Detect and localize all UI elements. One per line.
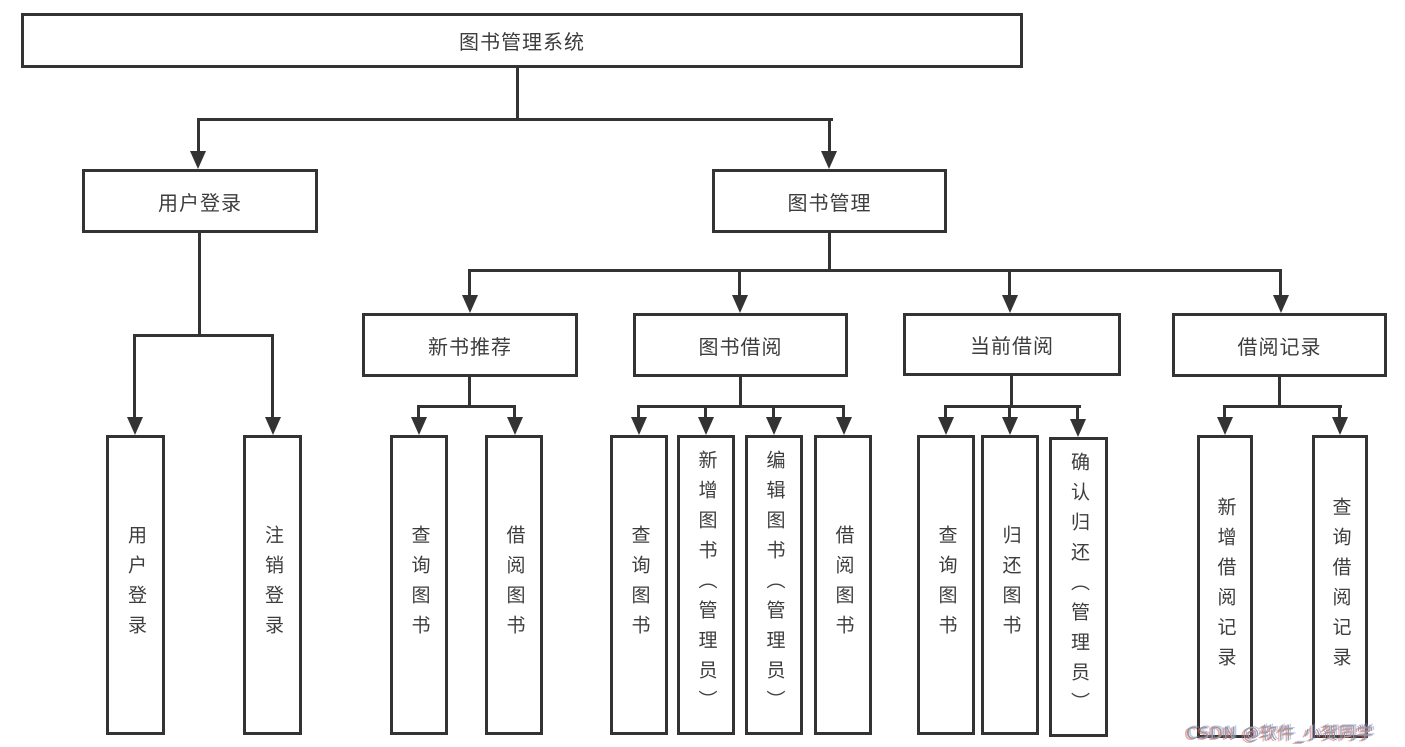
connector-to-leaf-confirm-return — [1076, 405, 1079, 421]
leaf-edit-book-admin-label: 编辑图书（管理员） — [763, 450, 786, 720]
connector-root-stem — [516, 68, 519, 121]
node-book-borrow-label: 图书借阅 — [698, 334, 783, 359]
leaf-query-book-3-label: 查询图书 — [935, 525, 958, 645]
arrow-down-icon — [411, 417, 427, 435]
arrow-down-icon — [1070, 419, 1086, 437]
leaf-add-book-admin-label: 新增图书（管理员） — [695, 450, 718, 720]
node-borrow-records: 借阅记录 — [1172, 313, 1387, 377]
node-new-book-recommend-label: 新书推荐 — [428, 334, 512, 359]
leaf-borrow-book-2-label: 借阅图书 — [832, 525, 855, 645]
leaf-add-borrow-record-label: 新增借阅记录 — [1214, 496, 1237, 677]
leaf-borrow-book-2: 借阅图书 — [814, 435, 872, 735]
connector-to-leaf-query-book-2 — [637, 405, 640, 419]
connector-to-book-borrow — [738, 269, 741, 298]
leaf-confirm-return-admin: 确认归还（管理员） — [1049, 437, 1108, 737]
leaf-query-book-2: 查询图书 — [610, 435, 668, 735]
leaf-query-borrow-record: 查询借阅记录 — [1312, 435, 1368, 738]
arrow-down-icon — [938, 417, 954, 435]
leaf-confirm-return-admin-label: 确认归还（管理员） — [1068, 452, 1090, 722]
connector-to-leaf-query-record — [1338, 405, 1341, 419]
node-user-login: 用户登录 — [82, 169, 318, 233]
connector-book-management-stem — [828, 233, 831, 272]
node-book-borrow: 图书借阅 — [633, 313, 848, 377]
connector-borrow-records-stem — [1278, 377, 1281, 408]
arrow-down-icon — [462, 295, 478, 313]
leaf-query-book-3: 查询图书 — [917, 435, 975, 735]
leaf-user-login-label: 用户登录 — [125, 525, 147, 645]
leaf-return-book-label: 归还图书 — [999, 525, 1022, 645]
connector-to-leaf-borrow-book-1 — [513, 405, 516, 419]
arrow-down-icon — [127, 417, 143, 435]
connector-to-leaf-logout — [271, 334, 274, 419]
leaf-edit-book-admin: 编辑图书（管理员） — [745, 435, 803, 735]
leaf-logout-label: 注销登录 — [262, 525, 284, 645]
node-current-borrow-label: 当前借阅 — [970, 334, 1054, 358]
leaf-borrow-book-1: 借阅图书 — [485, 435, 543, 735]
connector-new-book-stem — [468, 377, 471, 408]
node-book-management-label: 图书管理 — [787, 190, 872, 215]
arrow-down-icon — [821, 151, 837, 169]
connector-to-new-book-recommend — [468, 269, 471, 298]
connector-book-borrow-stem — [739, 377, 742, 408]
arrow-down-icon — [1273, 295, 1289, 313]
leaf-return-book: 归还图书 — [981, 435, 1039, 735]
node-book-management: 图书管理 — [712, 169, 947, 233]
node-new-book-recommend: 新书推荐 — [362, 313, 578, 377]
connector-user-login-stem — [198, 233, 201, 337]
leaf-query-book-1: 查询图书 — [390, 435, 448, 735]
connector-current-borrow-stem — [1010, 375, 1013, 408]
connector-book-borrow-bar — [637, 405, 845, 408]
connector-to-leaf-edit-book — [772, 405, 775, 419]
connector-to-current-borrow — [1008, 269, 1011, 298]
arrow-down-icon — [507, 417, 523, 435]
leaf-logout: 注销登录 — [243, 435, 302, 735]
node-user-login-label: 用户登录 — [158, 190, 242, 215]
arrow-down-icon — [698, 417, 714, 435]
node-root-label: 图书管理系统 — [459, 30, 585, 54]
connector-to-leaf-query-book-1 — [417, 405, 420, 419]
arrow-down-icon — [265, 417, 281, 435]
connector-user-login-bar — [133, 334, 274, 337]
csdn-watermark: CSDN @软件_小贺同学 — [1186, 724, 1374, 744]
connector-to-leaf-add-record — [1223, 405, 1226, 419]
leaf-query-book-2-label: 查询图书 — [628, 525, 651, 645]
node-current-borrow: 当前借阅 — [903, 313, 1121, 376]
connector-new-book-bar — [417, 405, 516, 408]
connector-root-bar — [197, 118, 833, 121]
arrow-down-icon — [1332, 417, 1348, 435]
connector-borrow-records-bar — [1223, 405, 1342, 408]
node-borrow-records-label: 借阅记录 — [1237, 334, 1322, 359]
connector-to-leaf-return-book — [1008, 405, 1011, 419]
arrow-down-icon — [190, 151, 206, 169]
arrow-down-icon — [732, 295, 748, 313]
leaf-add-book-admin: 新增图书（管理员） — [677, 435, 735, 735]
connector-book-management-bar — [468, 269, 1282, 272]
arrow-down-icon — [836, 417, 852, 435]
leaf-user-login: 用户登录 — [106, 435, 165, 735]
leaf-query-borrow-record-label: 查询借阅记录 — [1329, 496, 1352, 677]
arrow-down-icon — [631, 417, 647, 435]
arrow-down-icon — [1217, 417, 1233, 435]
connector-to-leaf-borrow-book-2 — [842, 405, 845, 419]
connector-current-borrow-bar — [944, 405, 1081, 408]
arrow-down-icon — [1002, 417, 1018, 435]
connector-to-borrow-records — [1279, 269, 1282, 298]
connector-root-to-user-login — [197, 118, 200, 155]
arrow-down-icon — [766, 417, 782, 435]
leaf-borrow-book-1-label: 借阅图书 — [503, 525, 526, 645]
connector-to-leaf-query-book-3 — [944, 405, 947, 419]
node-root: 图书管理系统 — [21, 13, 1023, 68]
connector-to-leaf-add-book — [704, 405, 707, 419]
leaf-add-borrow-record: 新增借阅记录 — [1197, 435, 1253, 738]
arrow-down-icon — [1002, 295, 1018, 313]
leaf-query-book-1-label: 查询图书 — [408, 525, 431, 645]
connector-to-leaf-user-login — [133, 334, 136, 419]
connector-root-to-book-management — [828, 118, 831, 155]
